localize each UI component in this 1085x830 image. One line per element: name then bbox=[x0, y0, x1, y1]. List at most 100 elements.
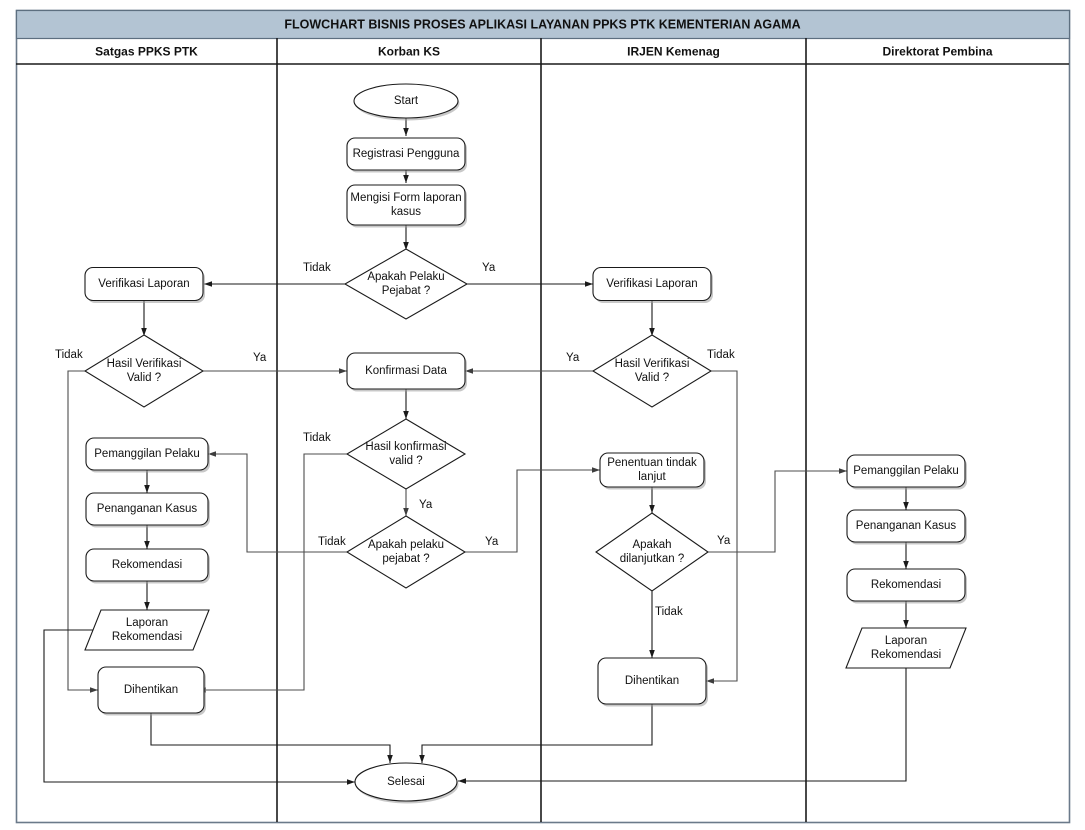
node-label-pemanggilan-kiri: Pemanggilan Pelaku bbox=[94, 448, 200, 460]
connector-apakah-pelaku-pejabat-2-to-pemanggilan-kiri bbox=[208, 451, 347, 553]
process-shape bbox=[346, 137, 466, 171]
connector-apakah-pelaku-pejabat-2-to-penentuan-tindak bbox=[465, 467, 600, 553]
node-verifikasi-kanan[interactable]: Verifikasi Laporan bbox=[592, 266, 713, 304]
process-shape bbox=[846, 454, 966, 488]
node-label-penanganan-kanan: Penanganan Kasus bbox=[856, 520, 957, 532]
process-shape bbox=[85, 437, 209, 471]
node-label-penanganan-kiri: Penanganan Kasus bbox=[97, 503, 198, 515]
diagram-frame: FLOWCHART BISNIS PROSES APLIKASI LAYANAN… bbox=[15, 9, 1071, 824]
node-label-dihentikan-kiri: Dihentikan bbox=[124, 684, 178, 696]
edge-label-lbl-ya-pelaku: Ya bbox=[482, 262, 496, 274]
node-label-konfirmasi-data: Konfirmasi Data bbox=[365, 365, 447, 377]
process-shape bbox=[346, 184, 466, 226]
node-start[interactable]: Start bbox=[353, 83, 460, 121]
decision-shape bbox=[83, 334, 205, 408]
node-rekomendasi-kanan[interactable]: Rekomendasi bbox=[846, 568, 967, 604]
node-penanganan-kiri[interactable]: Penanganan Kasus bbox=[85, 492, 210, 528]
title-band bbox=[15, 9, 1071, 40]
lane-header-lane-direktorat: Direktorat Pembina bbox=[882, 45, 992, 59]
lane-header-lane-korban: Korban KS bbox=[378, 45, 440, 59]
edge-label-lbl-tidak-dilanjutkan: Tidak bbox=[655, 606, 683, 618]
lane-header-lane-irjen: IRJEN Kemenag bbox=[627, 45, 720, 59]
edge-label-lbl-tidak-verif-kanan: Tidak bbox=[707, 349, 735, 361]
edge-label-lbl-tidak-pelaku: Tidak bbox=[303, 262, 331, 274]
process-shape bbox=[346, 352, 466, 390]
connector-laporan-rekom-kanan-to-selesai bbox=[458, 668, 907, 784]
node-verifikasi-kiri[interactable]: Verifikasi Laporan bbox=[84, 266, 205, 304]
edge-label-lbl-ya-pelaku2: Ya bbox=[485, 536, 499, 548]
process-shape bbox=[97, 666, 205, 714]
node-penanganan-kanan[interactable]: Penanganan Kasus bbox=[846, 509, 967, 545]
process-shape bbox=[599, 452, 705, 488]
decision-shape bbox=[343, 248, 469, 320]
node-label-start: Start bbox=[394, 95, 419, 107]
edge-label-lbl-ya-konfirmasi: Ya bbox=[419, 499, 433, 511]
process-shape bbox=[597, 657, 707, 705]
decision-shape bbox=[591, 334, 713, 408]
edge-label-lbl-ya-verif-kanan: Ya bbox=[566, 352, 580, 364]
decision-shape bbox=[345, 515, 467, 589]
node-label-rekomendasi-kiri: Rekomendasi bbox=[112, 559, 182, 571]
process-shape bbox=[85, 548, 209, 582]
process-shape bbox=[846, 509, 966, 543]
terminator-shape bbox=[354, 762, 458, 802]
connector-laporan-rekom-kiri-to-selesai bbox=[43, 629, 355, 785]
edge-label-lbl-tidak-konfirmasi: Tidak bbox=[303, 432, 331, 444]
edge-label-lbl-ya-dilanjutkan: Ya bbox=[717, 535, 731, 547]
document-shape bbox=[84, 609, 210, 651]
page-title: FLOWCHART BISNIS PROSES APLIKASI LAYANAN… bbox=[284, 18, 800, 32]
decision-shape bbox=[345, 418, 467, 490]
node-dihentikan-kanan[interactable]: Dihentikan bbox=[597, 657, 708, 707]
process-shape bbox=[84, 266, 204, 302]
connector-hasil-verif-kanan-to-dihentikan-kanan bbox=[706, 370, 738, 684]
node-label-selesai: Selesai bbox=[387, 776, 425, 788]
node-pemanggilan-kanan[interactable]: Pemanggilan Pelaku bbox=[846, 454, 967, 490]
document-shape bbox=[845, 627, 967, 669]
node-dihentikan-kiri[interactable]: Dihentikan bbox=[97, 666, 206, 716]
node-konfirmasi-data[interactable]: Konfirmasi Data bbox=[346, 352, 467, 392]
process-shape bbox=[846, 568, 966, 602]
connector-hasil-verif-kiri-to-dihentikan-kiri bbox=[67, 370, 98, 693]
node-pemanggilan-kiri[interactable]: Pemanggilan Pelaku bbox=[85, 437, 210, 473]
connector-dihentikan-kiri-to-selesai bbox=[150, 713, 393, 763]
connector-hasil-konfirmasi-to-dihentikan-kiri bbox=[198, 453, 347, 693]
connector-apakah-dilanjutkan-to-pemanggilan-kanan bbox=[708, 468, 847, 553]
node-label-registrasi: Registrasi Pengguna bbox=[353, 148, 460, 160]
node-selesai[interactable]: Selesai bbox=[354, 762, 459, 804]
node-rekomendasi-kiri[interactable]: Rekomendasi bbox=[85, 548, 210, 584]
edge-label-lbl-tidak-pelaku2: Tidak bbox=[318, 536, 346, 548]
terminator-shape bbox=[353, 83, 459, 119]
node-label-rekomendasi-kanan: Rekomendasi bbox=[871, 579, 941, 591]
process-shape bbox=[85, 492, 209, 526]
decision-shape bbox=[595, 512, 709, 592]
edge-label-lbl-tidak-verif-kiri: Tidak bbox=[55, 349, 83, 361]
node-label-verifikasi-kanan: Verifikasi Laporan bbox=[606, 278, 697, 290]
node-registrasi[interactable]: Registrasi Pengguna bbox=[346, 137, 467, 173]
lane-header-lane-satgas: Satgas PPKS PTK bbox=[95, 45, 198, 59]
edge-label-lbl-ya-verif-kiri: Ya bbox=[253, 352, 267, 364]
node-label-dihentikan-kanan: Dihentikan bbox=[625, 675, 679, 687]
